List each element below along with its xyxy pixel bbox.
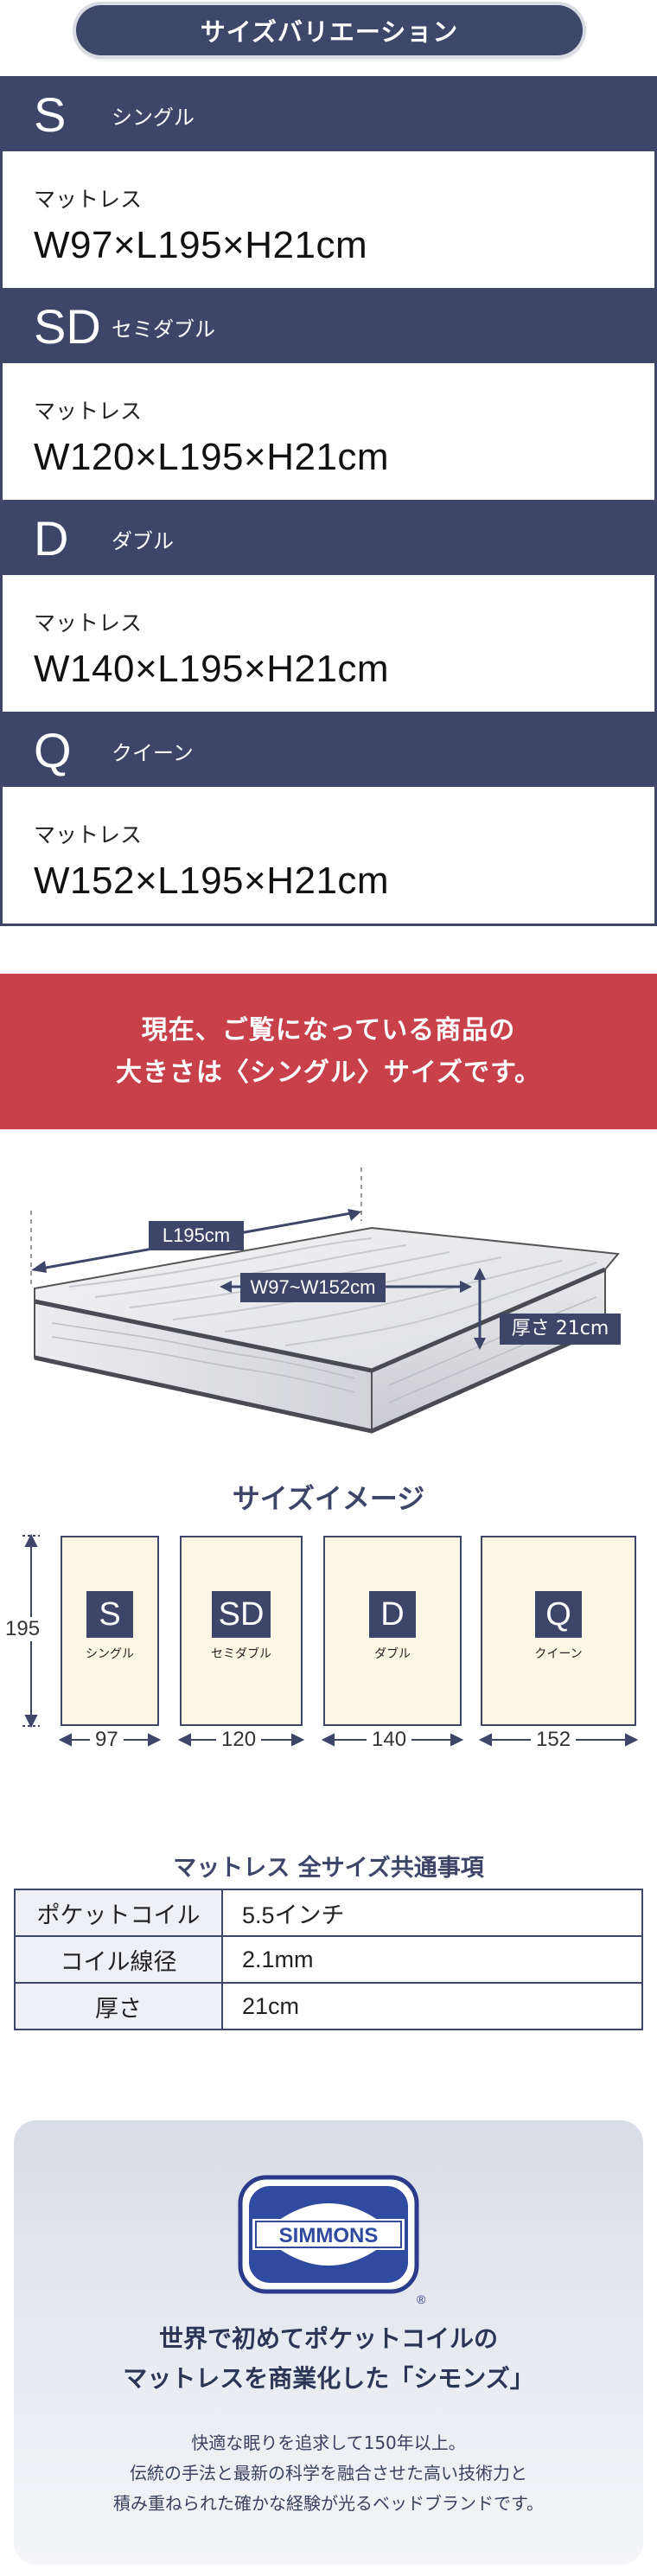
size-badge-semi-double: SD (212, 1591, 271, 1638)
simmons-brand-panel: SIMMONS ® 世界で初めてポケットコイルの マットレスを商業化した「シモン… (14, 2120, 643, 2565)
size-variant-list: S シングル マットレス W97×L195×H21cm SD セミダブル マット… (0, 76, 657, 926)
mattress-illustration: L195cm W97~W152cm 厚さ 21cm (0, 1159, 657, 1435)
height-dimension-label: 195 (0, 1617, 46, 1641)
table-row: コイル線径 2.1mm (14, 1935, 643, 1984)
variant-dimensions: W120×L195×H21cm (34, 436, 390, 478)
variant-single: S シングル マットレス W97×L195×H21cm (0, 76, 657, 291)
size-badge-double: D (369, 1591, 416, 1638)
headline-line-1: 世界で初めてポケットコイルの (158, 2324, 498, 2353)
simmons-logo: SIMMONS ® (238, 2175, 426, 2306)
variant-code: SD (34, 299, 101, 354)
variant-header: S シングル (3, 79, 654, 151)
variant-dimensions: W140×L195×H21cm (34, 648, 390, 690)
spec-key: 厚さ (14, 1982, 223, 2030)
variant-body: マットレス W140×L195×H21cm (3, 575, 654, 712)
variant-body: マットレス W97×L195×H21cm (3, 151, 654, 288)
notice-line-1: 現在、ご覧になっている商品の (141, 1014, 516, 1045)
variant-header: SD セミダブル (3, 291, 654, 363)
table-row: 厚さ 21cm (14, 1982, 643, 2030)
size-badge-queen: Q (535, 1591, 582, 1638)
variant-code: D (34, 511, 69, 566)
variant-header: D ダブル (3, 502, 654, 575)
table-row: ポケットコイル 5.5インチ (14, 1889, 643, 1937)
registered-mark: ® (417, 2292, 426, 2306)
size-badge-single: S (86, 1591, 133, 1638)
size-image-diagram: 195 S シングル 97 SD セミダブル 120 D ダブル 140 Q ク… (0, 1522, 657, 1764)
variant-code: S (34, 87, 67, 142)
spec-value: 2.1mm (221, 1935, 643, 1984)
brand-description: 快適な眠りを追求して150年以上。 伝統の手法と最新の科学を融合させた高い技術力… (14, 2428, 643, 2519)
thickness-label: 厚さ 21cm (511, 1318, 609, 1339)
variant-product-label: マットレス (34, 399, 143, 424)
desc-line-3: 積み重ねられた確かな経験が光るベッドブランドです。 (113, 2493, 544, 2514)
width-dimension-label: 140 (367, 1728, 412, 1752)
variant-product-label: マットレス (34, 187, 143, 212)
variant-semi-double: SD セミダブル マットレス W120×L195×H21cm (0, 291, 657, 502)
width-dimension-label: 152 (531, 1728, 577, 1752)
spec-value: 5.5インチ (221, 1889, 643, 1937)
notice-line-2: 大きさは〈シングル〉サイズです。 (115, 1058, 542, 1088)
spec-title: マットレス 全サイズ共通事項 (173, 1855, 484, 1882)
variant-double: D ダブル マットレス W140×L195×H21cm (0, 502, 657, 714)
variant-name: セミダブル (112, 316, 215, 342)
variant-queen: Q クイーン マットレス W152×L195×H21cm (0, 714, 657, 926)
size-box-name: セミダブル (211, 1647, 271, 1661)
logo-wordmark: SIMMONS (279, 2224, 379, 2247)
variant-name: シングル (112, 105, 195, 130)
spec-key: ポケットコイル (14, 1889, 223, 1937)
variant-product-label: マットレス (34, 610, 143, 636)
spec-key: コイル線径 (14, 1935, 223, 1984)
length-label: L195cm (162, 1224, 231, 1246)
size-box-name: クイーン (534, 1647, 583, 1661)
width-label: W97~W152cm (250, 1276, 376, 1298)
size-image-title: サイズイメージ (232, 1482, 425, 1515)
mattress-drawing (30, 1167, 621, 1434)
variant-dimensions: W97×L195×H21cm (34, 224, 368, 266)
variant-code: Q (34, 723, 72, 777)
brand-headline: 世界で初めてポケットコイルの マットレスを商業化した「シモンズ」 (14, 2319, 643, 2399)
size-variation-title: サイズバリエーション (200, 17, 459, 47)
width-dimension-label: 120 (216, 1728, 262, 1752)
variant-product-label: マットレス (34, 822, 143, 847)
variant-dimensions: W152×L195×H21cm (34, 860, 390, 902)
size-variation-header: サイズバリエーション (76, 5, 583, 55)
current-size-notice: 現在、ご覧になっている商品の 大きさは〈シングル〉サイズです。 (0, 974, 657, 1129)
spec-table: ポケットコイル 5.5インチ コイル線径 2.1mm 厚さ 21cm (14, 1889, 643, 2030)
desc-line-2: 伝統の手法と最新の科学を融合させた高い技術力と (130, 2463, 527, 2483)
variant-name: クイーン (112, 740, 194, 765)
headline-line-2: マットレスを商業化した「シモンズ」 (123, 2364, 534, 2394)
desc-line-1: 快適な眠りを追求して150年以上。 (191, 2432, 466, 2453)
spec-value: 21cm (221, 1982, 643, 2030)
variant-body: マットレス W120×L195×H21cm (3, 363, 654, 500)
size-box-name: シングル (86, 1647, 134, 1661)
width-dimension-label: 97 (90, 1728, 124, 1752)
variant-body: マットレス W152×L195×H21cm (3, 787, 654, 924)
variant-header: Q クイーン (3, 714, 654, 787)
variant-name: ダブル (112, 528, 174, 553)
size-box-name: ダブル (374, 1647, 411, 1661)
